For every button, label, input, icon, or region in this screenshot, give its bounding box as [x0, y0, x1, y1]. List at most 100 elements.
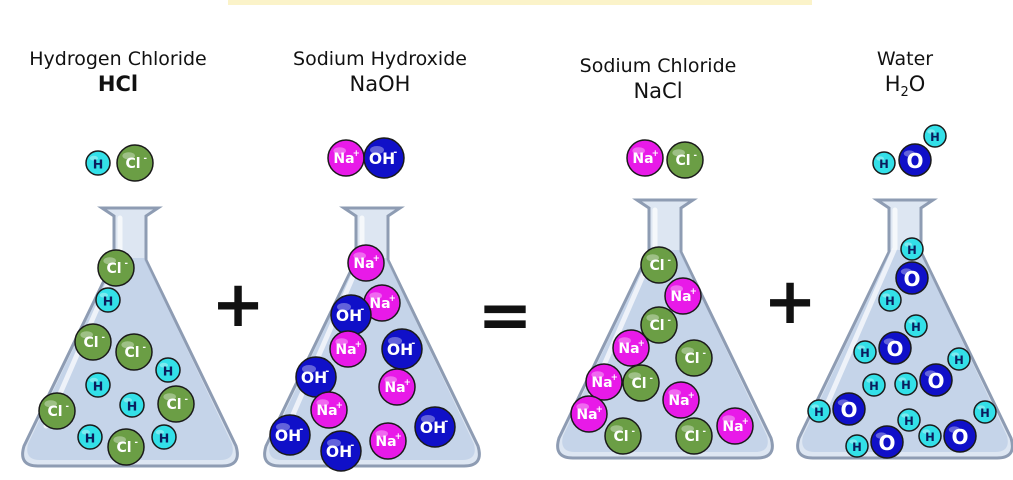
ion-label: Cl	[631, 376, 646, 392]
ion-h: H	[872, 151, 896, 175]
ion-circle	[895, 261, 929, 295]
ion-charge: -	[393, 147, 397, 158]
compound-formula: HCl	[97, 72, 139, 96]
ion-cl: Cl-	[640, 306, 678, 344]
ion-charge: -	[444, 416, 448, 427]
ion-label: Na	[632, 151, 653, 167]
ion-shine	[80, 331, 93, 339]
ion-shine	[811, 404, 820, 409]
ion-label: H	[954, 353, 964, 367]
ion-shine	[159, 362, 168, 368]
ion-label: H	[159, 431, 170, 446]
ion-oh: OH-	[320, 430, 362, 472]
plus-sign-2: +	[763, 265, 817, 339]
ion-label: O	[878, 431, 895, 455]
ion-charge: -	[694, 150, 698, 160]
ion-na: Na+	[329, 330, 367, 368]
ion-charge: +	[373, 253, 380, 263]
ion-cl: Cl-	[115, 333, 153, 371]
ion-h: H	[807, 399, 831, 423]
ion-label: Na	[335, 342, 356, 358]
ion-cl: Cl-	[107, 428, 145, 466]
ion-shine	[337, 303, 351, 311]
ion-label: Na	[576, 407, 597, 423]
ion-oh: OH-	[269, 414, 311, 456]
ion-circle	[897, 408, 921, 432]
ion-circle	[77, 424, 103, 450]
ion-o: O	[895, 261, 929, 295]
compound-name: Sodium Chloride	[579, 55, 737, 77]
ion-cl: Cl-	[675, 417, 713, 455]
ion-shine	[421, 415, 435, 423]
ion-h: H	[77, 424, 103, 450]
ion-shine	[610, 425, 623, 433]
ion-label: H	[814, 405, 824, 419]
ion-o: O	[878, 331, 912, 365]
ion-label: O	[886, 337, 903, 361]
ion-shine	[121, 341, 134, 349]
ion-charge: +	[389, 293, 396, 303]
ion-label: Cl	[684, 429, 699, 445]
ion-circle	[662, 381, 700, 419]
ion-label: Cl	[613, 429, 628, 445]
ion-charge: +	[652, 148, 659, 158]
ion-label: H	[980, 406, 990, 420]
ion-shine	[977, 405, 986, 410]
ion-circle	[414, 406, 456, 448]
ion-circle	[878, 331, 912, 365]
ion-label: O	[906, 149, 923, 173]
ion-charge: -	[668, 315, 672, 325]
ion-na: Na+	[363, 284, 401, 322]
ion-label: H	[163, 364, 174, 379]
ion-h: H	[85, 372, 111, 398]
label-sodium-hydroxide: Sodium Hydroxide NaOH	[262, 48, 498, 97]
ion-circle	[155, 357, 181, 383]
ion-cl: Cl-	[38, 392, 76, 430]
ion-circle	[900, 237, 924, 261]
ion-circle	[943, 419, 977, 453]
ion-shine	[89, 377, 99, 383]
flask-liquid	[562, 250, 768, 452]
ion-charge: -	[66, 401, 70, 411]
ion-label: Na	[668, 393, 689, 409]
ion-shine	[882, 293, 891, 298]
ion-shine	[922, 429, 931, 434]
ion-label: Cl	[83, 335, 98, 351]
ion-label: H	[93, 379, 104, 394]
ion-shine	[163, 393, 176, 401]
ion-charge: -	[185, 394, 189, 404]
ion-charge: -	[125, 258, 129, 268]
ion-h: H	[904, 314, 928, 338]
ion-shine	[123, 397, 132, 403]
ion-circle	[157, 385, 195, 423]
ion-shine	[898, 377, 907, 382]
ion-label: H	[925, 430, 935, 444]
ion-label: Na	[353, 256, 374, 272]
ion-circle	[612, 329, 650, 367]
ion-shine	[618, 337, 631, 345]
ion-shine	[370, 146, 384, 154]
ion-charge: +	[355, 339, 362, 349]
ion-circle	[329, 330, 367, 368]
ion-circle	[878, 288, 902, 312]
label-water: Water H2O	[830, 48, 980, 106]
ion-charge: -	[325, 366, 329, 377]
ion-charge: +	[336, 400, 343, 410]
ion-shine	[901, 413, 910, 418]
ion-circle	[604, 417, 642, 455]
ion-cl: Cl-	[666, 141, 704, 179]
ion-shine	[333, 147, 347, 155]
ion-oh: OH-	[295, 356, 337, 398]
ion-oh: OH-	[330, 294, 372, 336]
ion-na: Na+	[662, 381, 700, 419]
ion-shine	[672, 149, 685, 157]
top-banner-strip	[228, 0, 812, 5]
ion-na: Na+	[716, 407, 754, 445]
ion-circle	[320, 430, 362, 472]
ion-shine	[384, 376, 398, 384]
ion-circle	[585, 363, 623, 401]
ion-shine	[316, 399, 330, 407]
ion-circle	[269, 414, 311, 456]
ion-circle	[872, 151, 896, 175]
ion-cl: Cl-	[157, 385, 195, 423]
